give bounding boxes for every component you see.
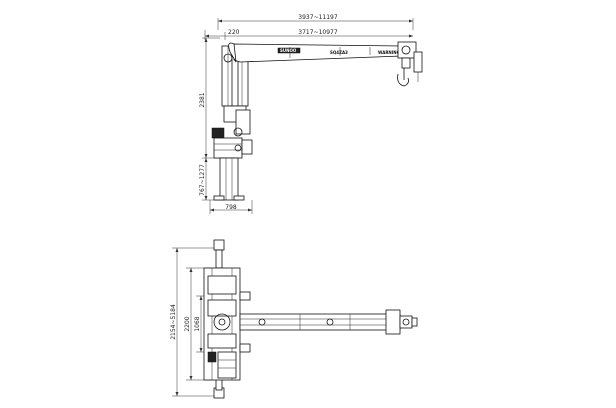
dim-outrigger-span: 2154~5184 [170,247,220,397]
dim-left-offset-label: 220 [228,29,240,36]
dim-column-height-label: 2381 [199,92,206,107]
dim-base-width-label: 798 [225,204,237,211]
boom-warning-label: WARNING [378,50,400,55]
dim-lower-height-label: 767~1277 [199,164,206,196]
crane-base-frame [203,267,251,381]
dim-outrigger-span-label: 2154~5184 [170,304,177,340]
dim-total-reach-label: 3937~11197 [298,14,338,21]
dim-boom-reach-label: 3717~10977 [298,29,338,36]
outrigger-legs [213,239,225,399]
side-view: 3937~11197 220 3717~10977 2381 [199,14,423,214]
dim-total-reach: 3937~11197 [217,14,414,30]
crane-column [211,45,253,201]
crane-boom-top [239,309,418,335]
dim-frame-width-label: 1068 [194,316,201,331]
top-view: 2154~5184 2200 1068 [170,239,418,399]
dim-lower-height: 767~1277 [199,158,222,201]
boom-brand-label: SUNOO [280,48,297,53]
dim-base-width: 798 [209,200,253,214]
crane-boom: SUNOO SQ4ZA3 WARNING [228,41,423,87]
dim-inner-span-label: 2200 [184,316,191,331]
boom-model-label: SQ4ZA3 [330,50,348,55]
dim-boom-reach: 220 3717~10977 [204,29,413,40]
